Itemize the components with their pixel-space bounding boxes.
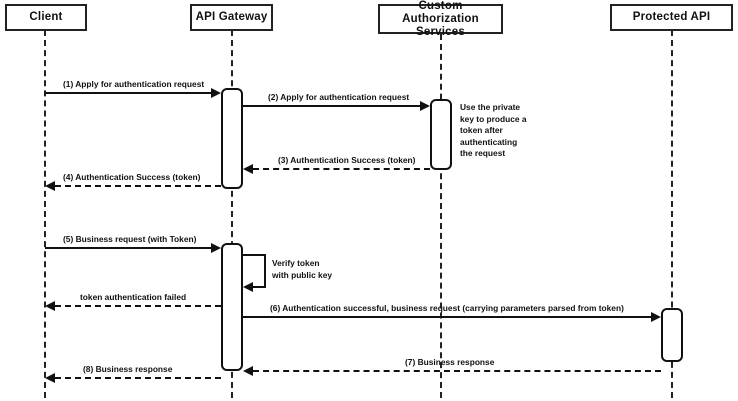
arrow-head-4 <box>45 181 55 191</box>
message-label-1: (1) Apply for authentication request <box>63 79 205 89</box>
lifeline-client <box>44 30 46 398</box>
message-line-token-auth-failed <box>55 305 221 307</box>
participant-label-client: Client <box>29 11 63 23</box>
note-line-4: authenticating <box>460 136 518 147</box>
arrow-head-7 <box>243 366 253 376</box>
note-private-key: Use the private key to produce a token a… <box>460 102 530 160</box>
message-label-7: (7) Business response <box>405 357 495 367</box>
participant-label-protected-api: Protected API <box>632 11 711 23</box>
message-line-2 <box>242 105 420 107</box>
arrow-head-3 <box>243 164 253 174</box>
arrow-head-self-call <box>243 282 253 292</box>
participant-box-client[interactable]: Client <box>5 4 87 31</box>
message-line-6 <box>242 316 651 318</box>
activation-custom-authorization-services <box>430 99 452 170</box>
note-line-5: the request <box>460 148 506 158</box>
self-call-note: Verify token with public key <box>272 258 362 281</box>
message-label-6: (6) Authentication successful, business … <box>270 303 624 313</box>
message-label-4: (4) Authentication Success (token) <box>63 172 201 182</box>
arrow-head-2 <box>420 101 430 111</box>
arrow-head-token-auth-failed <box>45 301 55 311</box>
participant-label-api-gateway: API Gateway <box>195 11 268 23</box>
self-call-note-line-1: Verify token <box>272 258 320 268</box>
note-line-3: token after <box>460 125 503 135</box>
message-line-7 <box>253 370 661 372</box>
lifeline-protected-api <box>671 30 673 398</box>
activation-api-gateway-business <box>221 243 243 371</box>
lifeline-api-gateway <box>231 30 233 398</box>
arrow-head-6 <box>651 312 661 322</box>
message-label-2: (2) Apply for authentication request <box>268 92 410 102</box>
participant-box-protected-api[interactable]: Protected API <box>610 4 733 31</box>
self-call-bottom-segment <box>253 286 266 288</box>
self-call-top-segment <box>243 254 266 256</box>
arrow-head-1 <box>211 88 221 98</box>
participant-box-api-gateway[interactable]: API Gateway <box>190 4 273 31</box>
message-line-1 <box>45 92 211 94</box>
note-line-1: Use the private <box>460 102 521 112</box>
message-line-8 <box>55 377 221 379</box>
activation-api-gateway-auth <box>221 88 243 189</box>
message-label-token-auth-failed: token authentication failed <box>80 292 187 302</box>
message-label-3: (3) Authentication Success (token) <box>278 155 416 165</box>
message-label-8: (8) Business response <box>83 364 173 374</box>
participant-box-custom-authorization-services[interactable]: Custom Authorization Services <box>378 0 503 38</box>
self-call-note-line-2: with public key <box>272 269 333 280</box>
self-call-right-segment <box>264 254 266 286</box>
message-label-5: (5) Business request (with Token) <box>63 234 197 244</box>
message-line-3 <box>253 168 430 170</box>
lifeline-custom-authorization-services <box>440 34 442 398</box>
activation-protected-api <box>661 308 683 362</box>
participant-label-custom-authorization-services: Custom Authorization Services <box>402 0 479 38</box>
note-line-2: key to produce a <box>460 113 527 124</box>
arrow-head-8 <box>45 373 55 383</box>
arrow-head-5 <box>211 243 221 253</box>
message-line-4 <box>55 185 221 187</box>
message-line-5 <box>45 247 211 249</box>
